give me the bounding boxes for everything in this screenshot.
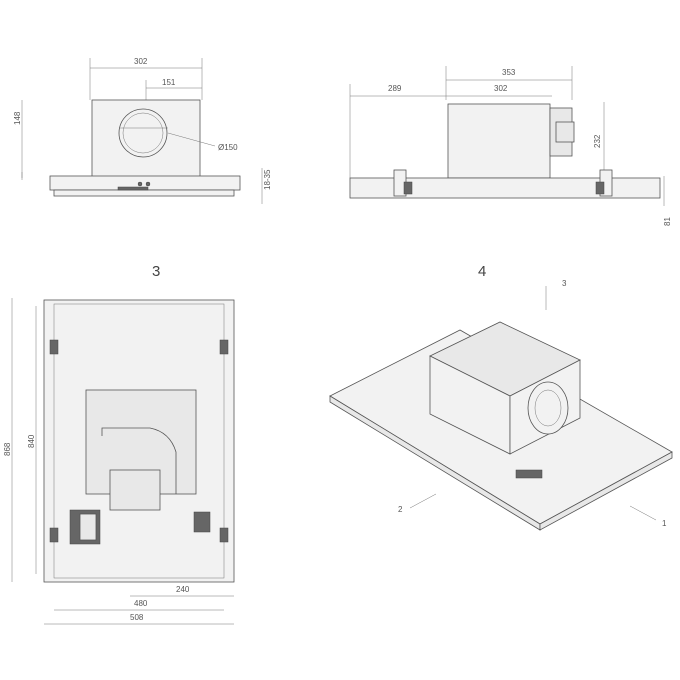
isometric-view: 4 3 2 1 bbox=[329, 263, 673, 531]
dim-top-inner-height: 840 bbox=[27, 434, 36, 448]
dim-side-offset: 289 bbox=[388, 84, 402, 93]
iso-callout-1: 1 bbox=[662, 519, 667, 528]
dim-side-box: 302 bbox=[494, 84, 508, 93]
dim-front-center: 151 bbox=[162, 78, 176, 87]
dim-side-frame: 81 bbox=[663, 217, 672, 226]
dim-front-width: 302 bbox=[134, 57, 148, 66]
dim-top-inner-width: 480 bbox=[134, 599, 148, 608]
top-view: 3 868 840 240 480 508 bbox=[3, 263, 235, 625]
duct-outlet bbox=[118, 108, 168, 158]
side-view: 353 289 302 232 81 bbox=[349, 66, 672, 226]
dim-side-total: 353 bbox=[502, 68, 516, 77]
dim-front-diameter: Ø150 bbox=[218, 143, 238, 152]
dim-top-half: 240 bbox=[176, 585, 190, 594]
dim-top-outer-height: 868 bbox=[3, 442, 12, 456]
dim-front-adjust: 18-35 bbox=[263, 169, 272, 190]
view-label-4: 4 bbox=[478, 263, 486, 280]
iso-callout-3: 3 bbox=[562, 279, 567, 288]
dim-front-height: 148 bbox=[13, 111, 22, 125]
dim-top-outer-width: 508 bbox=[130, 613, 144, 622]
dim-side-height: 232 bbox=[593, 134, 602, 148]
front-view: 302 151 148 Ø150 18-35 bbox=[13, 57, 272, 204]
view-label-3: 3 bbox=[152, 263, 160, 280]
iso-callout-2: 2 bbox=[398, 505, 403, 514]
